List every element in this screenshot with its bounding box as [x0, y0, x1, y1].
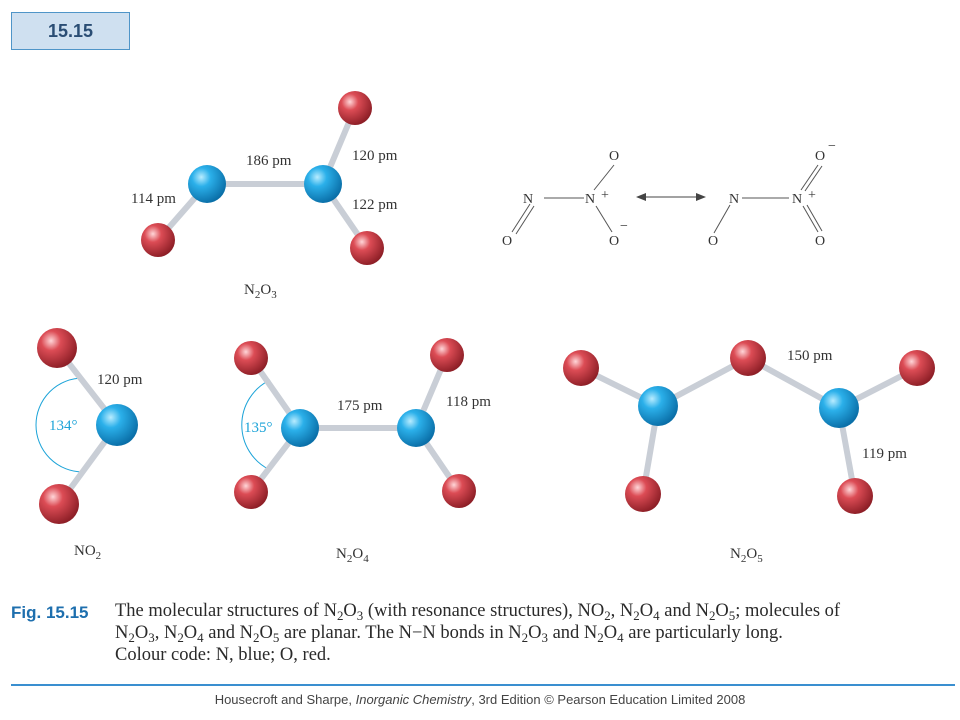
n2o4-bond-length-label: 118 pm	[446, 394, 491, 410]
n2o4-bond-length-label: 175 pm	[337, 398, 383, 414]
resonance-atom-n: N	[585, 192, 595, 207]
footer-suffix: , 3rd Edition © Pearson Education Limite…	[471, 692, 746, 707]
n2o5-bond-length-label: 119 pm	[862, 446, 907, 462]
resonance-charge-minus: −	[828, 139, 836, 154]
resonance-atom-n: N	[729, 192, 739, 207]
n2o3-nitrogen-atom	[304, 165, 342, 203]
no2-formula-label: NO2	[74, 543, 101, 562]
n2o4-oxygen-atom	[442, 474, 476, 508]
n2o5-molecule: 150 pm 119 pm N2O5	[563, 340, 935, 565]
resonance-atom-o: O	[815, 234, 825, 249]
n2o3-bond-length-label: 114 pm	[131, 191, 176, 207]
resonance-structure-right: O N N O O + −	[708, 139, 836, 249]
n2o4-molecule: 175 pm 118 pm 135° N2O4	[234, 338, 491, 565]
caption-line: Colour code: N, blue; O, red.	[115, 645, 331, 665]
n2o5-bonds	[578, 355, 920, 499]
n2o5-oxygen-atom	[730, 340, 766, 376]
no2-oxygen-atom	[37, 328, 77, 368]
n2o4-angle-arc	[241, 379, 271, 471]
molecular-structures-diagram: 114 pm 186 pm 120 pm 122 pm N2O3 O N N O…	[35, 91, 935, 565]
n2o3-bond-length-label: 186 pm	[246, 153, 292, 169]
n2o5-oxygen-atom	[899, 350, 935, 386]
resonance-atom-n: N	[523, 192, 533, 207]
footer-divider	[11, 684, 955, 686]
n2o4-nitrogen-atom	[397, 409, 435, 447]
resonance-structures: O N N O O + − O N N O O	[502, 139, 836, 249]
resonance-atom-o: O	[609, 149, 619, 164]
n2o3-bond-length-label: 120 pm	[352, 148, 398, 164]
resonance-charge-plus: +	[601, 188, 609, 203]
n2o4-oxygen-atom	[234, 341, 268, 375]
resonance-charge-plus: +	[808, 188, 816, 203]
n2o4-formula-label: N2O4	[336, 546, 369, 565]
resonance-charge-minus: −	[620, 219, 628, 234]
resonance-atom-n: N	[792, 192, 802, 207]
n2o4-oxygen-atom	[430, 338, 464, 372]
n2o5-oxygen-atom	[837, 478, 873, 514]
no2-angle-label: 134°	[49, 418, 78, 434]
n2o5-nitrogen-atom	[819, 388, 859, 428]
resonance-atom-o: O	[708, 234, 718, 249]
n2o5-bond-length-label: 150 pm	[787, 348, 833, 364]
no2-nitrogen-atom	[96, 404, 138, 446]
resonance-atom-o: O	[502, 234, 512, 249]
no2-bond-length-label: 120 pm	[97, 372, 143, 388]
n2o3-bond-length-label: 122 pm	[352, 197, 398, 213]
n2o3-oxygen-atom	[338, 91, 372, 125]
no2-angle-arc	[35, 377, 84, 473]
n2o5-oxygen-atom	[563, 350, 599, 386]
caption-lead: Fig. 15.15	[11, 603, 89, 622]
caption-line: N2O3, N2O4 and N2O5 are planar. The N−N …	[115, 623, 783, 645]
footer-prefix: Housecroft and Sharpe,	[214, 692, 356, 707]
figure-number-badge: 15.15	[11, 12, 130, 50]
footer-credit: Housecroft and Sharpe, Inorganic Chemist…	[0, 692, 960, 707]
n2o5-formula-label: N2O5	[730, 546, 763, 565]
n2o3-nitrogen-atom	[188, 165, 226, 203]
resonance-structure-left: O N N O O + −	[502, 149, 628, 249]
n2o5-nitrogen-atom	[638, 386, 678, 426]
resonance-atom-o: O	[815, 149, 825, 164]
n2o4-oxygen-atom	[234, 475, 268, 509]
resonance-atom-o: O	[609, 234, 619, 249]
no2-oxygen-atom	[39, 484, 79, 524]
n2o4-angle-label: 135°	[244, 420, 273, 436]
n2o3-molecule: 114 pm 186 pm 120 pm 122 pm N2O3	[131, 91, 398, 301]
footer-book-title: Inorganic Chemistry	[355, 692, 472, 707]
caption-line: The molecular structures of N2O3 (with r…	[115, 601, 841, 623]
n2o3-oxygen-atom	[141, 223, 175, 257]
no2-molecule: 120 pm 134° NO2	[35, 328, 143, 562]
caption-text: The molecular structures of N2O3 (with r…	[115, 600, 935, 666]
resonance-arrow	[636, 193, 706, 201]
n2o3-oxygen-atom	[350, 231, 384, 265]
n2o5-oxygen-atom	[625, 476, 661, 512]
n2o4-nitrogen-atom	[281, 409, 319, 447]
n2o3-formula-label: N2O3	[244, 282, 277, 301]
